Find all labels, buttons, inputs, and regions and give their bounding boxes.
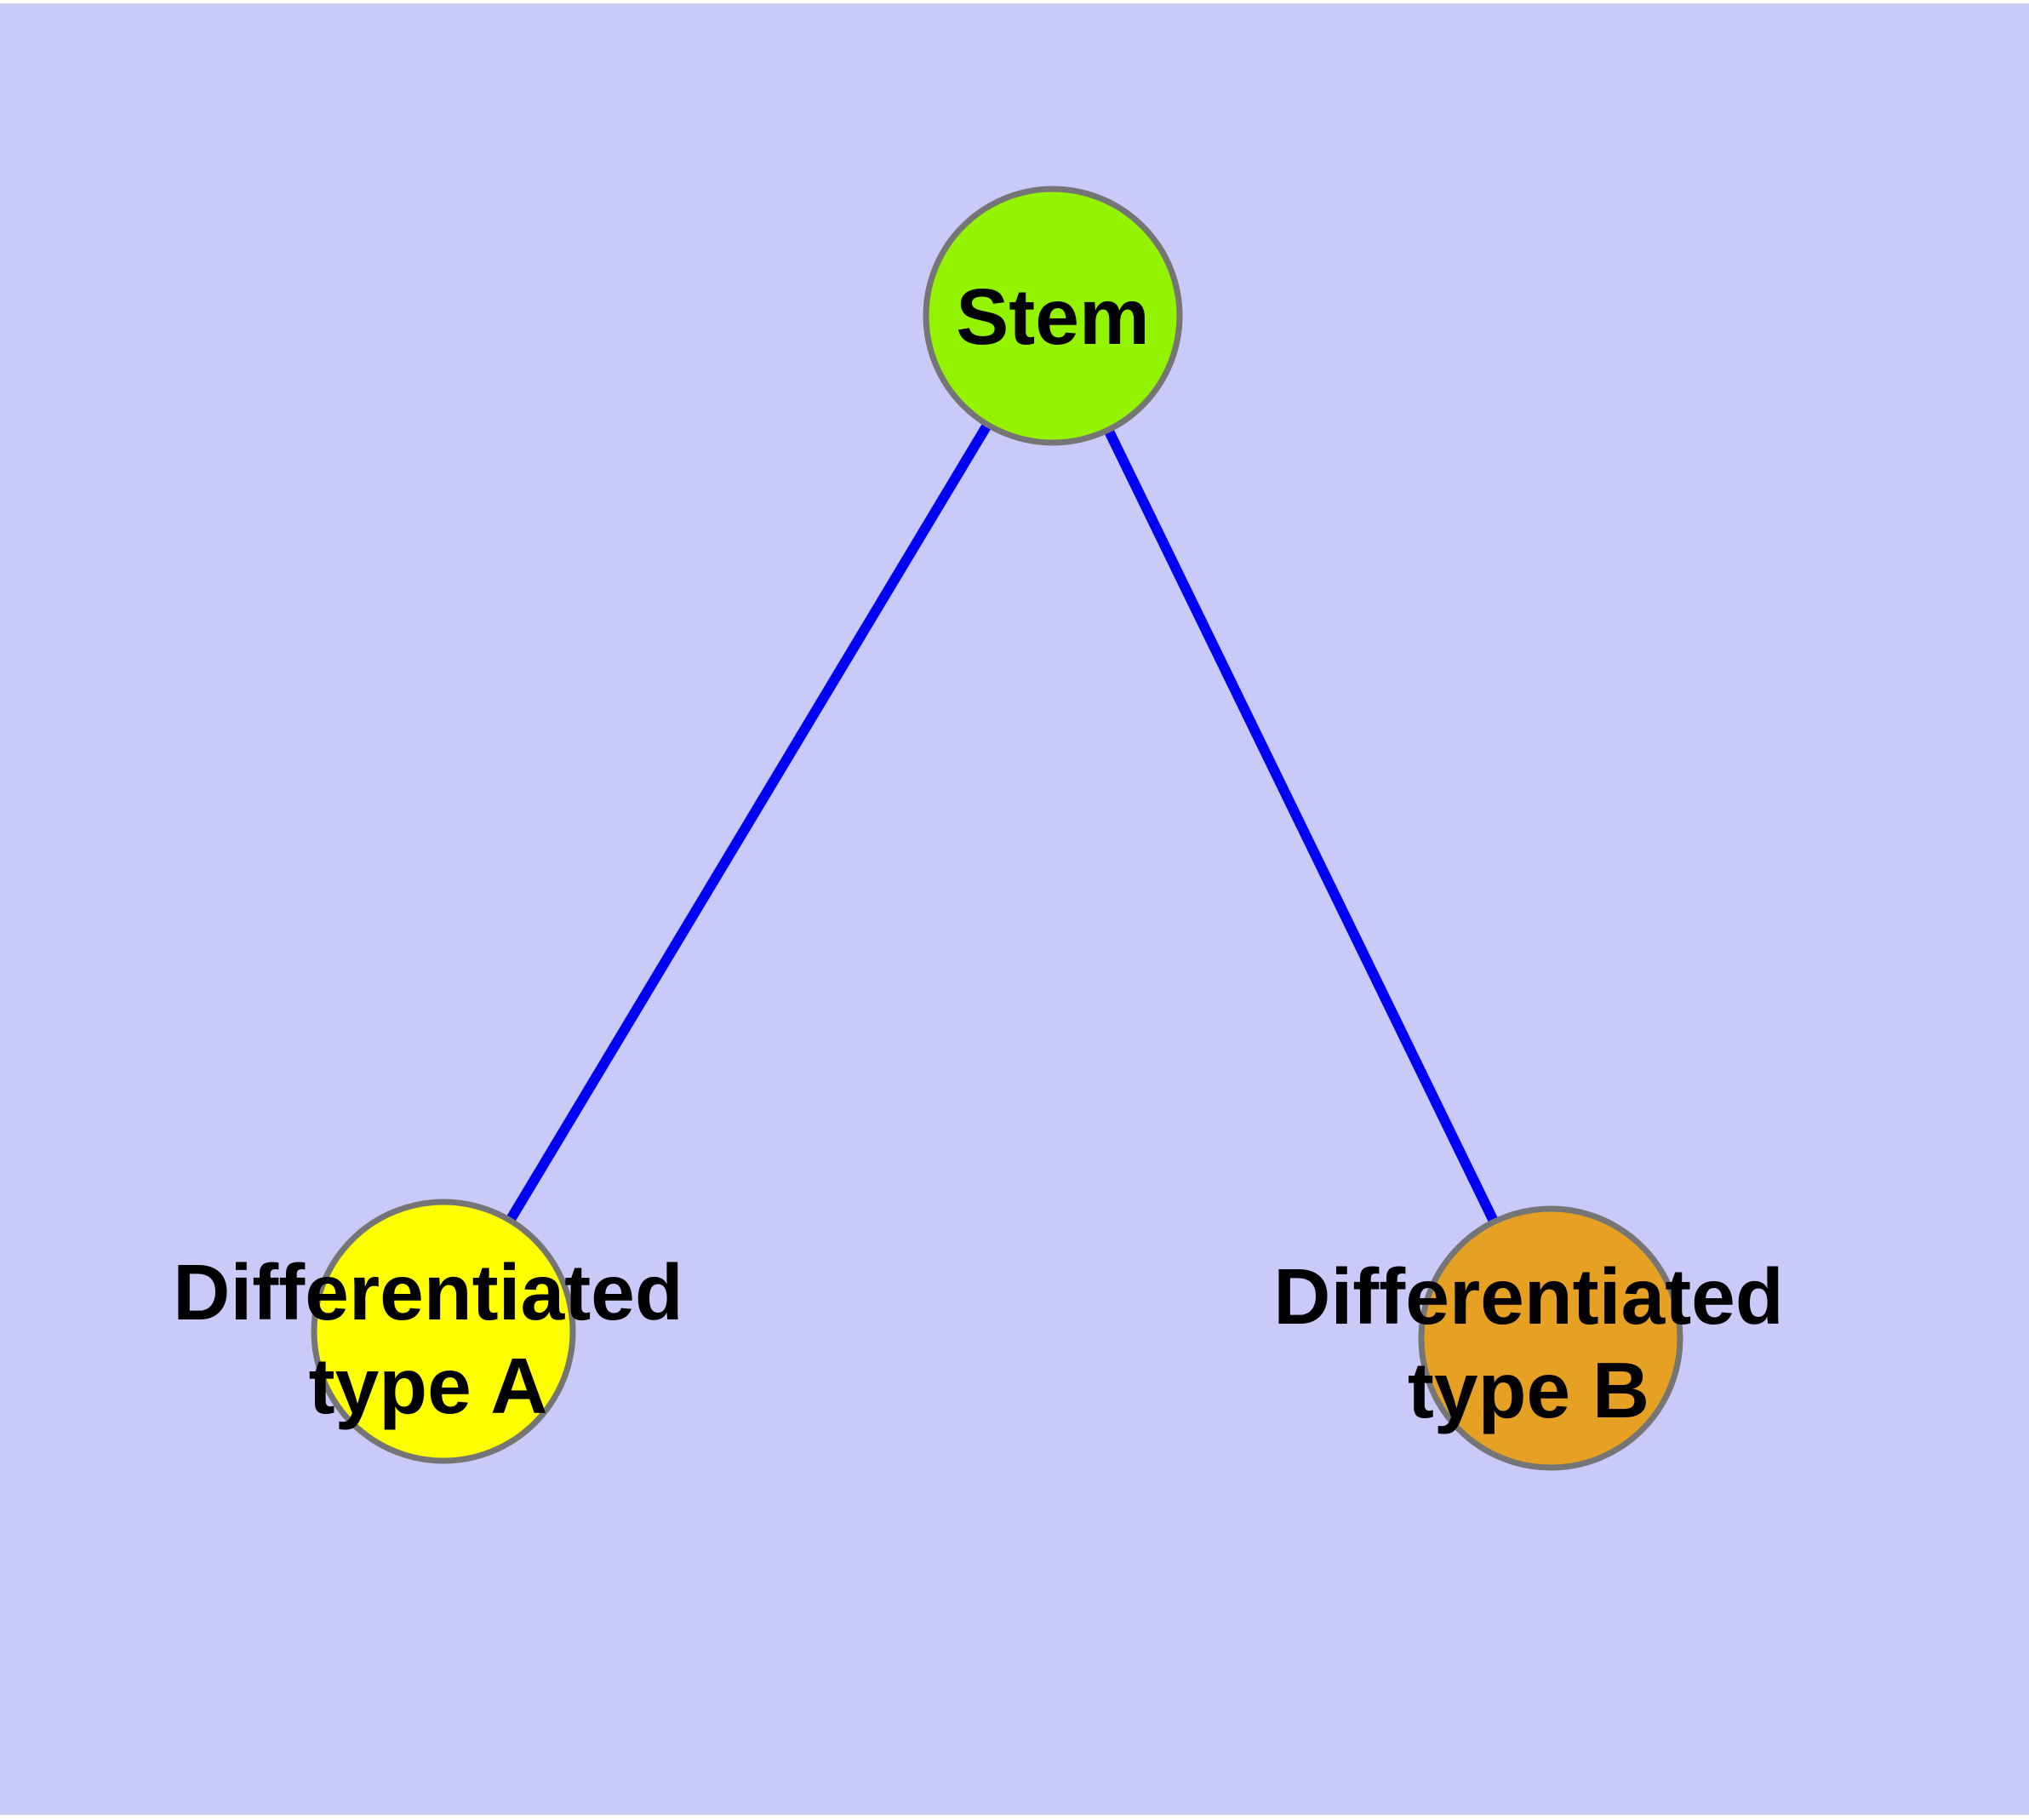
node-type-a-label-line2: type A (309, 1342, 548, 1430)
node-stem (923, 186, 1183, 446)
edge-stem-to-type-b (1048, 313, 1556, 1341)
node-type-b-label-line1: Differentiated (1273, 1252, 1783, 1341)
node-type-b-label-line2: type B (1408, 1346, 1649, 1434)
node-differentiated-type-a (311, 1199, 576, 1464)
node-type-a-label-line1: Differentiated (173, 1248, 683, 1336)
node-stem-label: Stem (956, 272, 1149, 361)
node-differentiated-type-b (1418, 1205, 1683, 1471)
edge-stem-to-type-a (438, 312, 1058, 1335)
